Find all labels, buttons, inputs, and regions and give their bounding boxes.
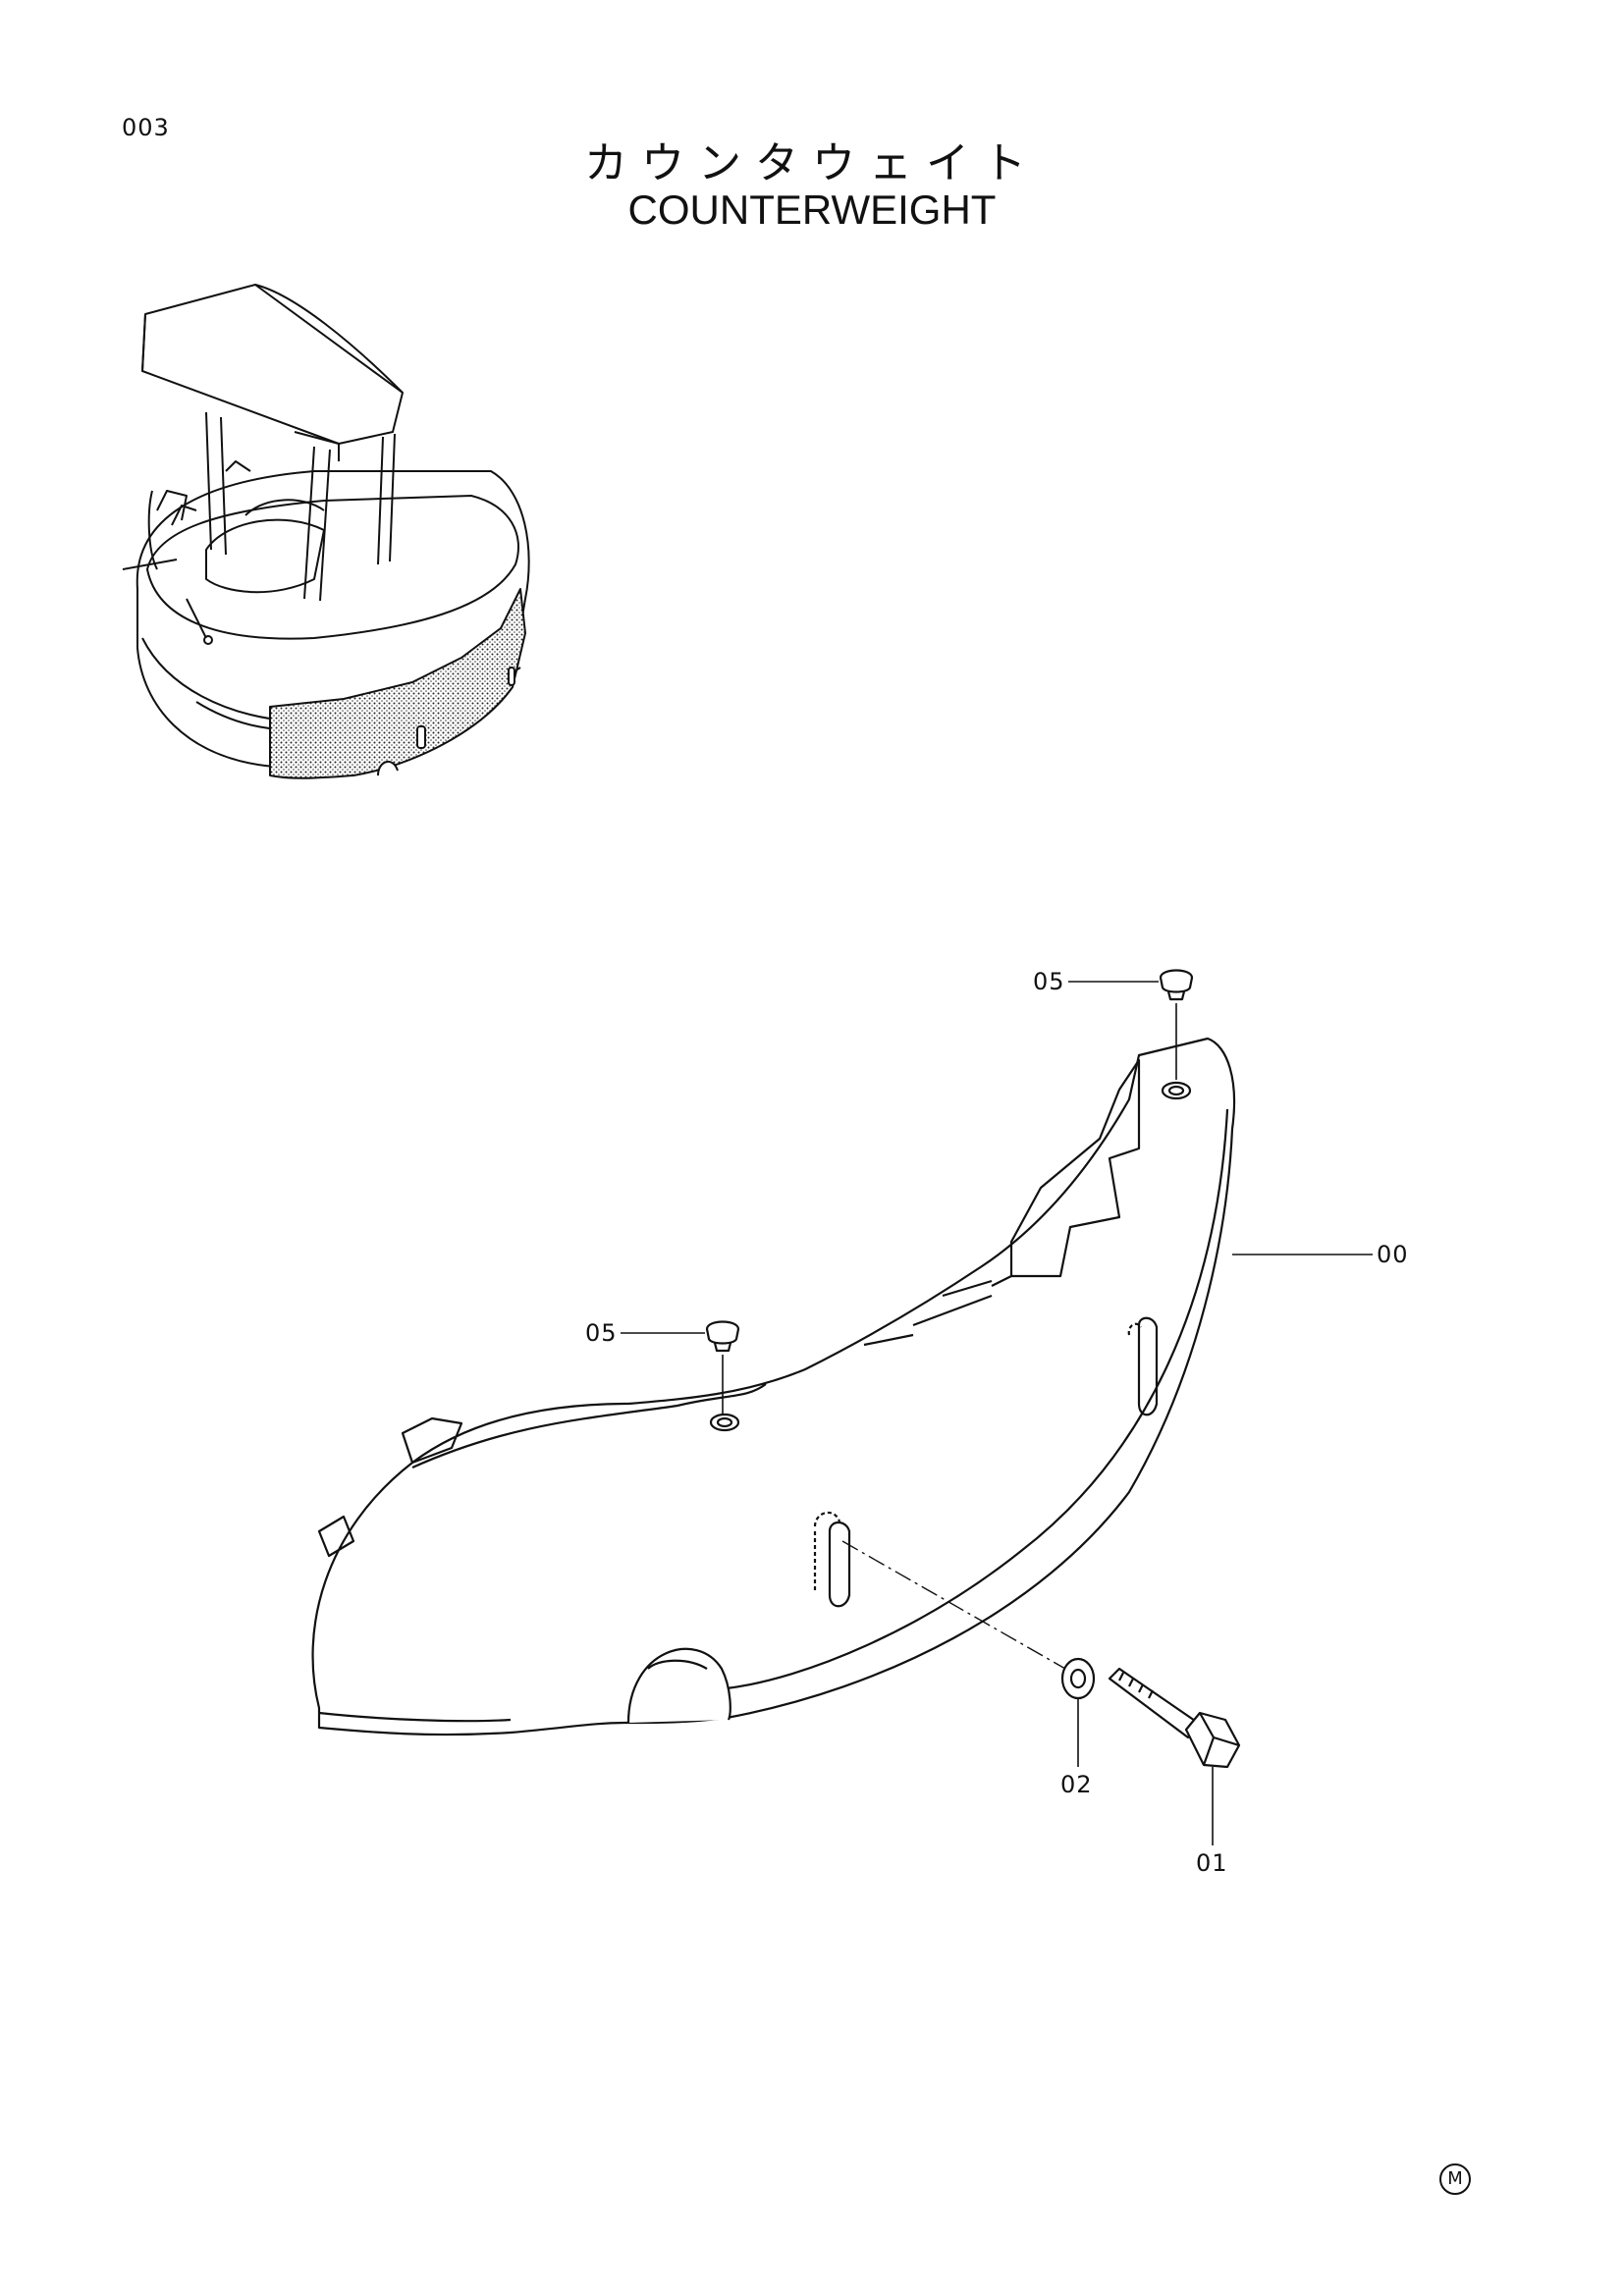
top-ridge <box>1009 1058 1141 1278</box>
cap-hole-top <box>1161 1081 1192 1100</box>
hex-bolt <box>1108 1667 1241 1769</box>
page-title-japanese: カウンタウェイト <box>584 138 1040 188</box>
page-title: COUNTERWEIGHT <box>627 187 997 233</box>
counterweight-exploded-view <box>311 969 1373 1845</box>
callout-05-left: 05 <box>585 1319 618 1347</box>
plug-cap-left <box>705 1320 740 1353</box>
washer <box>1060 1657 1096 1700</box>
page-number: 003 <box>122 114 170 141</box>
registered-mark: M <box>1439 2163 1471 2195</box>
side-slot-front <box>1137 1316 1159 1416</box>
counterweight-highlight <box>269 588 526 779</box>
excavator-overview-illustration <box>122 284 530 779</box>
side-slot-center <box>828 1521 851 1608</box>
callout-05-top: 05 <box>1033 968 1065 995</box>
operator-seat <box>205 518 325 594</box>
callout-01: 01 <box>1196 1849 1228 1877</box>
cap-hole-left <box>709 1413 740 1432</box>
callout-00: 00 <box>1377 1241 1409 1268</box>
callout-02: 02 <box>1060 1771 1093 1798</box>
excavator-deck <box>146 495 519 640</box>
counterweight-body <box>311 1037 1236 1736</box>
canopy-roof <box>141 284 404 445</box>
plug-cap-top <box>1159 969 1194 1001</box>
